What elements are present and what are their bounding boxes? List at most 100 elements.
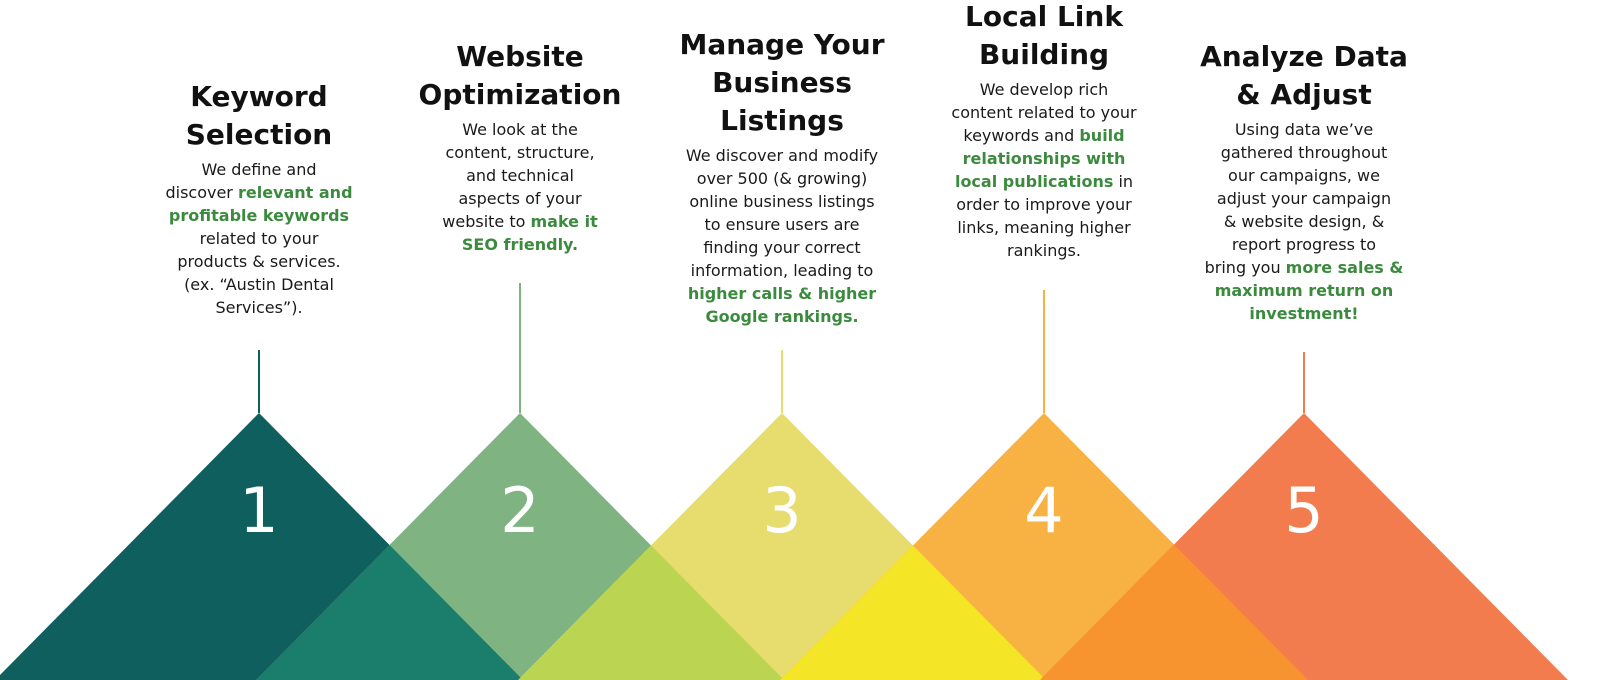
description-line: rankings. <box>909 239 1179 262</box>
text: rankings. <box>1007 241 1081 260</box>
text: to ensure users are <box>704 215 860 234</box>
text: discover <box>165 183 238 202</box>
step-description: We look at the content, structure, and tec… <box>385 118 655 256</box>
description-line: maximum return on <box>1169 279 1439 302</box>
description-line: over 500 (& growing) <box>647 167 917 190</box>
overlap-4-5 <box>1040 544 1308 680</box>
description-line: discover relevant and <box>124 181 394 204</box>
overlap-3-4 <box>780 545 1046 680</box>
description-line: aspects of your <box>385 187 655 210</box>
description-line: finding your correct <box>647 236 917 259</box>
description-line: We develop rich <box>909 78 1179 101</box>
text: our campaigns, we <box>1228 166 1380 185</box>
description-line: (ex. “Austin Dental <box>124 273 394 296</box>
description-line: to ensure users are <box>647 213 917 236</box>
text: online business listings <box>689 192 875 211</box>
description-line: content related to your <box>909 101 1179 124</box>
text: keywords and <box>963 126 1080 145</box>
text: order to improve your <box>956 195 1132 214</box>
text: content, structure, <box>445 143 595 162</box>
text: content related to your <box>951 103 1137 122</box>
text: finding your correct <box>703 238 861 257</box>
description-line: links, meaning higher <box>909 216 1179 239</box>
heading-line: Selection <box>185 118 333 151</box>
step-description: We define and discover relevant and profit… <box>124 158 394 319</box>
text: gathered throughout <box>1220 143 1388 162</box>
description-line: SEO friendly. <box>385 233 655 256</box>
description-line: website to make it <box>385 210 655 233</box>
description-line: report progress to <box>1169 233 1439 256</box>
overlap-2-3 <box>518 545 784 680</box>
step-description: We develop rich content related to your ke… <box>909 78 1179 262</box>
description-line: Services”). <box>124 296 394 319</box>
description-line: related to your <box>124 227 394 250</box>
description-line: profitable keywords <box>124 204 394 227</box>
text: adjust your campaign <box>1216 189 1392 208</box>
heading-line: Keyword <box>190 80 328 113</box>
highlight-text: investment! <box>1249 304 1359 323</box>
heading-line: Analyze Data <box>1200 40 1408 73</box>
text: related to your <box>199 229 319 248</box>
description-line: information, leading to <box>647 259 917 282</box>
highlight-text: more sales & <box>1285 258 1404 277</box>
text: information, leading to <box>690 261 874 280</box>
text: aspects of your <box>458 189 582 208</box>
description-line: online business listings <box>647 190 917 213</box>
text: report progress to <box>1231 235 1377 254</box>
description-line: relationships with <box>909 147 1179 170</box>
description-line: & website design, & <box>1169 210 1439 233</box>
text: in <box>1113 172 1134 191</box>
highlight-text: build <box>1079 126 1125 145</box>
text: & website design, & <box>1223 212 1385 231</box>
highlight-text: Google rankings. <box>705 307 859 326</box>
description-line: our campaigns, we <box>1169 164 1439 187</box>
step-number: 5 <box>1284 474 1324 547</box>
highlight-text: profitable keywords <box>168 206 350 225</box>
text: Using data we’ve <box>1234 120 1374 139</box>
heading-line: Building <box>978 38 1110 71</box>
text: and technical <box>466 166 574 185</box>
heading-line: Website <box>456 40 584 73</box>
heading-line: Local Link <box>965 0 1123 33</box>
description-line: gathered throughout <box>1169 141 1439 164</box>
description-line: products & services. <box>124 250 394 273</box>
text: products & services. <box>177 252 341 271</box>
heading-line: Listings <box>720 104 844 137</box>
description-line: content, structure, <box>385 141 655 164</box>
heading-line: Manage Your <box>679 28 885 61</box>
highlight-text: SEO friendly. <box>461 235 579 254</box>
text: links, meaning higher <box>957 218 1131 237</box>
description-line: adjust your campaign <box>1169 187 1439 210</box>
heading-line: Optimization <box>418 78 622 111</box>
description-line: We look at the <box>385 118 655 141</box>
description-line: local publications in <box>909 170 1179 193</box>
step-heading: Analyze Data & Adjust <box>1169 38 1439 114</box>
text: over 500 (& growing) <box>696 169 868 188</box>
highlight-text: local publications <box>954 172 1114 191</box>
highlight-text: relevant and <box>237 183 353 202</box>
step-number: 3 <box>762 474 802 547</box>
text: We develop rich <box>979 80 1109 99</box>
highlight-text: relationships with <box>962 149 1126 168</box>
text: We define and <box>201 160 317 179</box>
heading-line: Business <box>712 66 852 99</box>
description-line: keywords and build <box>909 124 1179 147</box>
text: (ex. “Austin Dental <box>184 275 334 294</box>
heading-line: & Adjust <box>1236 78 1372 111</box>
highlight-text: maximum return on <box>1214 281 1394 300</box>
description-line: higher calls & higher <box>647 282 917 305</box>
description-line: bring you more sales & <box>1169 256 1439 279</box>
text: bring you <box>1204 258 1286 277</box>
text: We discover and modify <box>685 146 879 165</box>
step-number: 4 <box>1024 474 1064 547</box>
